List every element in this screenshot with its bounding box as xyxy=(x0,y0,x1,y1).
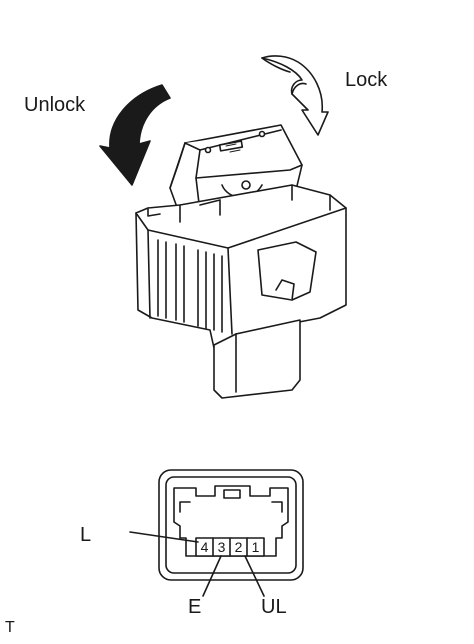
leader-line-ul xyxy=(244,555,265,597)
unlock-arrow xyxy=(99,84,171,186)
leader-line-e xyxy=(202,555,222,597)
lock-label: Lock xyxy=(345,69,388,91)
unlock-label: Unlock xyxy=(24,94,86,116)
pin-label-4: 4 xyxy=(200,539,209,555)
connector-face xyxy=(158,469,304,581)
terminal-label-ul: UL xyxy=(261,596,287,618)
corner-code: T xyxy=(5,619,15,636)
switch-plug xyxy=(213,319,301,399)
pin-label-3: 3 xyxy=(217,539,226,555)
lock-arrow xyxy=(261,55,329,136)
switch-housing xyxy=(135,184,347,351)
switch-rocker xyxy=(169,124,303,213)
leader-line-l xyxy=(129,531,199,543)
pin-label-2: 2 xyxy=(234,539,243,555)
pin-label-1: 1 xyxy=(251,539,260,555)
terminal-label-l: L xyxy=(80,524,92,546)
terminal-label-e: E xyxy=(188,596,202,618)
